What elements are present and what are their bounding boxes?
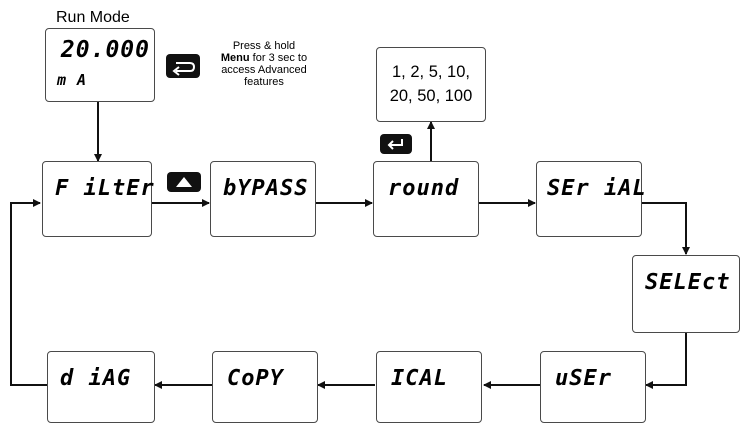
select-label: SELEct [645,270,731,295]
round-options: 1, 2, 5, 10, 20, 50, 100 [377,60,485,108]
run-mode-unit: m A [57,71,88,89]
menu-box-copy[interactable]: CoPY [212,351,318,423]
menu-box-serial[interactable]: SEr iAL [536,161,646,237]
arrow-diag-to-filter [10,199,47,386]
run-mode-value: 20.000 [60,37,150,63]
arrow-serial-to-select [641,202,690,255]
menu-note-line2-rest: for 3 sec to [249,52,308,64]
menu-note-line2: Menu for 3 sec to [206,52,322,64]
up-arrow-key-icon[interactable] [167,172,201,192]
menu-box-select[interactable]: SELEct [632,255,740,333]
menu-hold-note: Press & hold Menu for 3 sec to access Ad… [206,40,322,88]
menu-note-line1: Press & hold [232,40,296,52]
run-mode-display: 20.000 m A [45,28,155,102]
arrow-select-to-user [645,333,687,389]
round-options-box: 1, 2, 5, 10, 20, 50, 100 [376,47,486,122]
menu-box-filter[interactable]: F iLtEr [42,161,155,237]
run-mode-title: Run Mode [56,9,130,26]
serial-label: SEr iAL [547,176,647,201]
filter-label: F iLtEr [55,176,155,201]
round-options-line2: 20, 50, 100 [389,87,473,105]
menu-key-icon[interactable] [166,54,200,78]
menu-box-diag[interactable]: d iAG [47,351,155,423]
menu-note-line4: features [244,76,284,88]
copy-label: CoPY [227,366,284,391]
round-options-line1: 1, 2, 5, 10, [392,63,470,81]
diag-label: d iAG [60,366,132,391]
menu-note-line3: access Advanced [221,64,307,76]
enter-key-icon[interactable] [380,134,412,154]
menu-box-user[interactable]: uSEr [540,351,646,423]
ical-label: ICAL [391,366,448,391]
menu-word: Menu [220,52,250,64]
user-label: uSEr [555,366,612,391]
menu-box-ical[interactable]: ICAL [376,351,482,423]
menu-box-bypass[interactable]: bYPASS [210,161,316,237]
round-label: round [388,176,460,201]
menu-box-round[interactable]: round [373,161,479,237]
bypass-label: bYPASS [223,176,309,201]
